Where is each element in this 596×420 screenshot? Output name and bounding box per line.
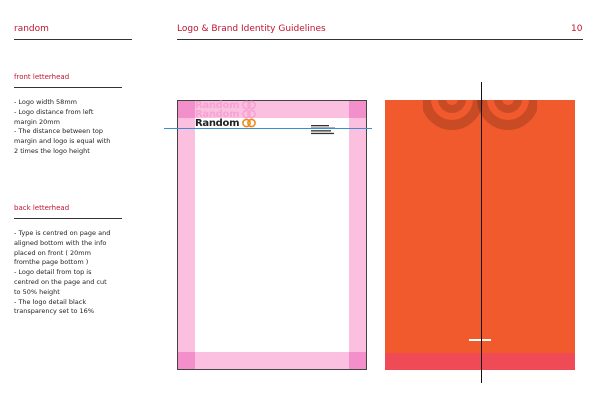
- text-line: fromthe page bottom ): [14, 258, 89, 267]
- center-alignment-guide: [481, 82, 482, 383]
- text-line: margin and logo is equal with: [14, 137, 111, 146]
- text-line: - Logo width 58mm: [14, 98, 77, 106]
- text-line: 2 times the logo height: [14, 146, 90, 155]
- section-title-front-letterhead: front letterhead: [14, 73, 70, 81]
- logo-alignment-guide: [164, 128, 372, 129]
- back-letterhead-description: - Type is centred on page and aligned bo…: [14, 229, 134, 317]
- section-rule-back: [14, 218, 122, 219]
- section-rule-front: [14, 87, 122, 88]
- text-line: - Logo distance from left: [14, 107, 94, 116]
- header-rule-right: [177, 39, 583, 40]
- text-line: margin 20mm: [14, 117, 60, 126]
- margin-corner: [349, 352, 366, 369]
- text-line: placed on front ( 20mm: [14, 248, 91, 257]
- logo-mark-icon: [242, 109, 257, 119]
- logo-detail-icon: [423, 100, 537, 130]
- page-title: Logo & Brand Identity Guidelines: [177, 24, 326, 34]
- text-line: to 50% height: [14, 287, 60, 296]
- text-line: - Logo detail from top is: [14, 268, 92, 277]
- section-title-back-letterhead: back letterhead: [14, 204, 70, 212]
- text-line: - Type is centred on page and: [14, 229, 111, 237]
- logo-text: Random: [195, 118, 240, 129]
- logo-spacing-guide: Random: [195, 100, 257, 111]
- logo-mark-icon: [242, 100, 257, 110]
- margin-corner: [178, 352, 195, 369]
- front-letterhead-mockup: Random Random Random: [177, 100, 367, 370]
- text-line: transparency set to 16%: [14, 307, 94, 316]
- margin-corner: [349, 101, 366, 118]
- text-line: centred on the page and cut: [14, 277, 107, 286]
- info-text-block: [311, 125, 335, 135]
- back-letterhead-mockup: [385, 100, 575, 370]
- logo-text: Random: [195, 109, 240, 120]
- front-logo: Random: [195, 118, 257, 129]
- front-letterhead-description: - Logo width 58mm - Logo distance from l…: [14, 98, 134, 157]
- logo-mark-icon: [242, 118, 257, 128]
- back-info-text: [469, 339, 491, 341]
- text-line: - The distance between top: [14, 127, 104, 136]
- logo-spacing-guide: Random: [195, 109, 257, 120]
- letterhead-content-area: [195, 118, 349, 352]
- margin-corner: [178, 101, 195, 118]
- bottom-band: [385, 353, 575, 370]
- text-line: aligned bottom with the info: [14, 238, 107, 247]
- header-rule-left: [14, 39, 132, 40]
- brand-name: random: [14, 24, 49, 34]
- page-number: 10: [571, 24, 583, 34]
- logo-text: Random: [195, 100, 240, 111]
- text-line: - The logo detail black: [14, 297, 87, 306]
